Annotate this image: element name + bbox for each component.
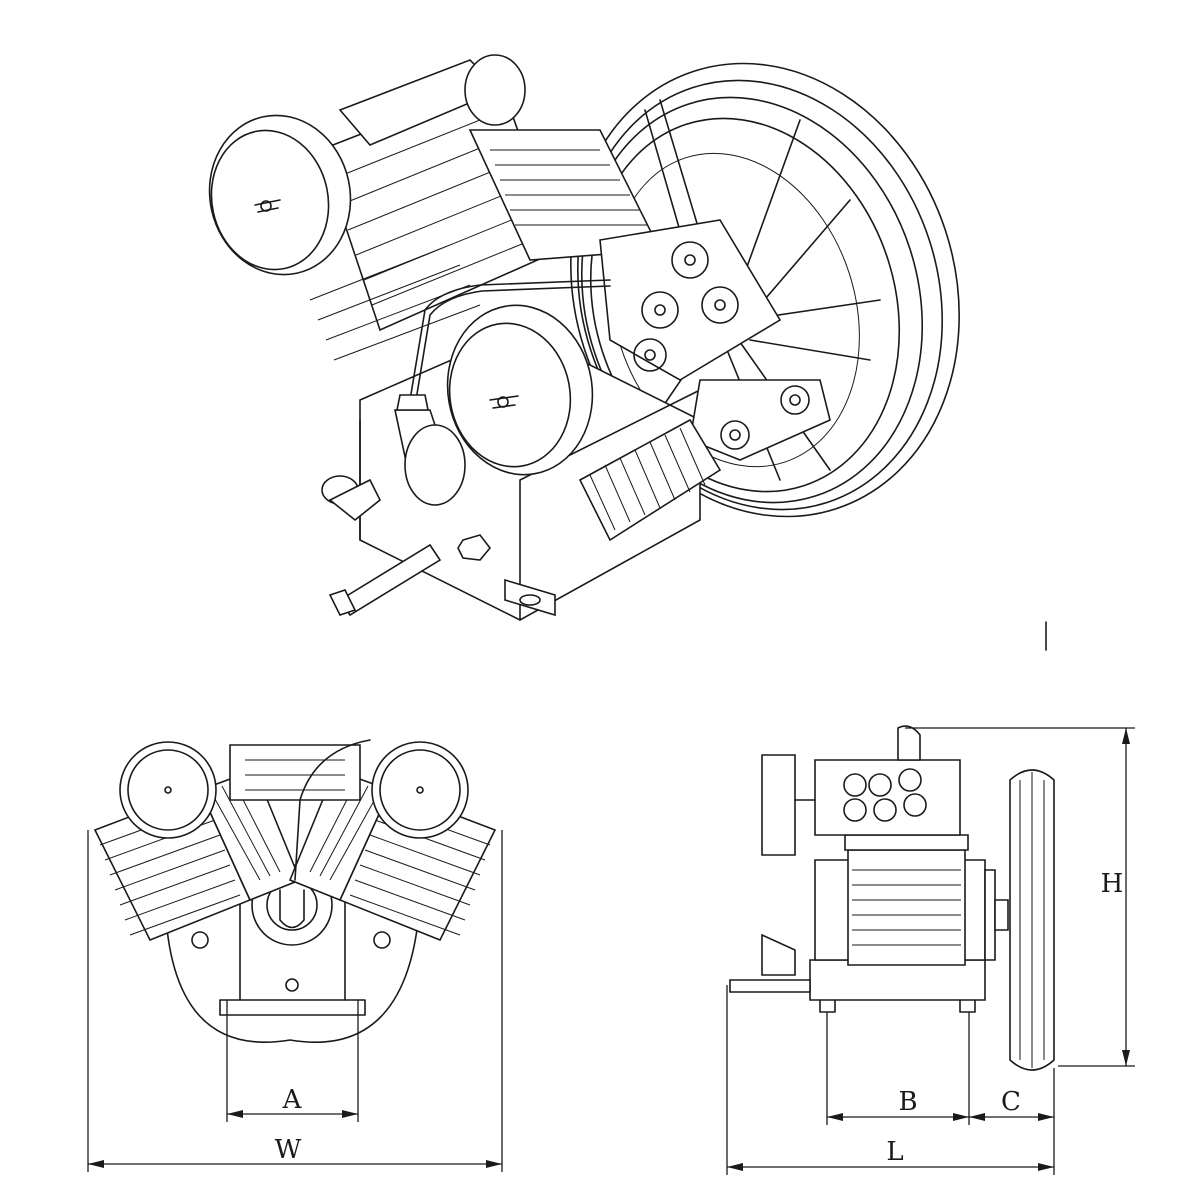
bearing-flange bbox=[404, 424, 466, 506]
elbow-fitting bbox=[321, 475, 382, 522]
air-filter-right bbox=[446, 304, 594, 476]
dimension-W-label: W bbox=[275, 1135, 302, 1165]
compressor-side-view bbox=[729, 725, 1055, 1071]
hex-nut bbox=[457, 534, 492, 561]
dimension-H: H bbox=[905, 727, 1135, 1067]
dimension-L: L bbox=[726, 985, 1055, 1175]
delivery-tube bbox=[409, 279, 611, 401]
side-base bbox=[809, 959, 986, 1001]
right-cylinder bbox=[464, 54, 662, 261]
front-crankcase bbox=[164, 899, 421, 1043]
dimension-H-label: H bbox=[1101, 869, 1124, 899]
crank-arm bbox=[689, 379, 831, 461]
dimension-C: C bbox=[969, 1068, 1055, 1125]
dimension-L-label: L bbox=[886, 1137, 903, 1167]
intercooler-coil bbox=[578, 418, 722, 542]
valve-plate bbox=[599, 219, 782, 381]
drain-pipe bbox=[328, 543, 442, 617]
side-head bbox=[814, 759, 961, 836]
air-filter-left bbox=[208, 114, 352, 276]
dimension-B: B bbox=[826, 1012, 970, 1125]
dimension-B-label: B bbox=[898, 1087, 917, 1117]
dimension-A: A bbox=[226, 1000, 359, 1122]
dimension-A-label: A bbox=[282, 1085, 303, 1115]
side-filter bbox=[761, 754, 796, 856]
dimension-W: W bbox=[87, 830, 503, 1172]
front-left-fins bbox=[93, 768, 302, 942]
front-filter-left bbox=[119, 741, 217, 839]
compressor-isometric-view bbox=[208, 54, 960, 621]
front-right-fins bbox=[288, 768, 497, 942]
front-filter-right bbox=[371, 741, 469, 839]
compressor-front-view bbox=[93, 739, 497, 1043]
dimension-C-label: C bbox=[1001, 1087, 1021, 1117]
side-cylinder bbox=[844, 834, 969, 966]
side-pulley bbox=[1009, 769, 1055, 1071]
